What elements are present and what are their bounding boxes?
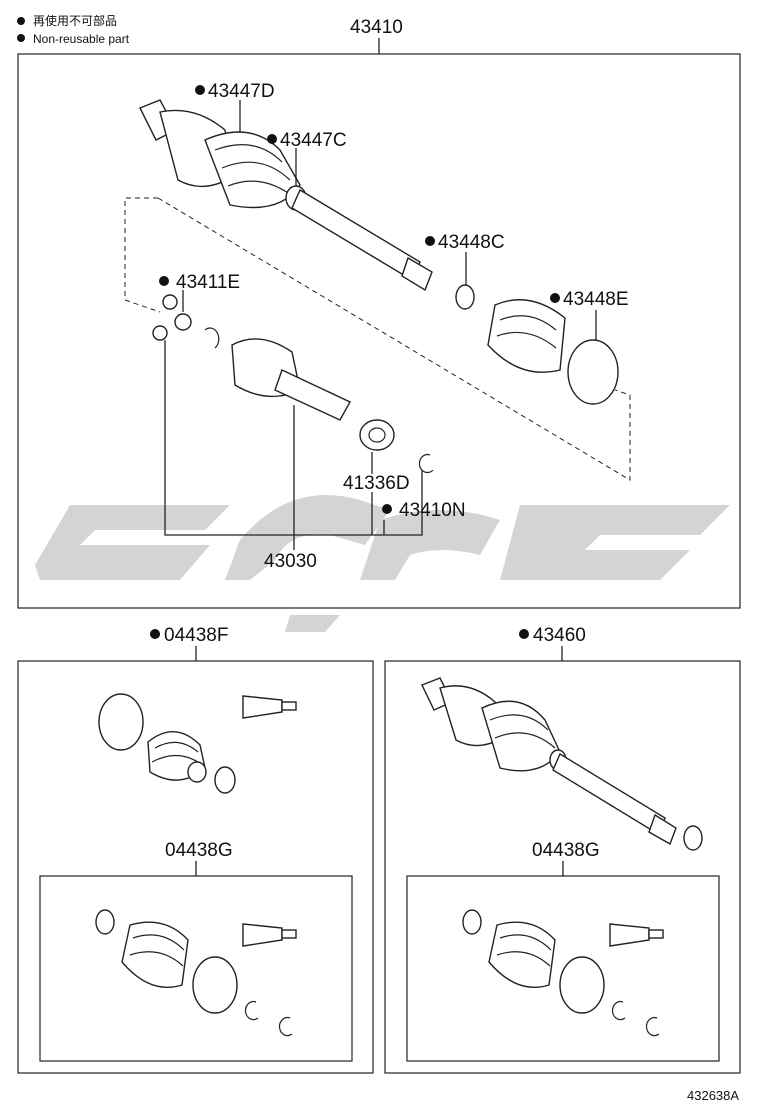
assembly-frame: [17, 53, 741, 609]
boot: [488, 921, 556, 989]
outboard-shaft-43460: [421, 677, 703, 851]
boot-clamp-large: [567, 339, 619, 405]
tripod-roller: [174, 313, 192, 331]
label-04438G-left[interactable]: 04438G: [165, 840, 233, 861]
snap-ring-43410N[interactable]: [418, 453, 434, 474]
tripod-joint-43411E[interactable]: [152, 294, 192, 341]
boot-clamp-small: [683, 825, 703, 851]
assembly-number-label[interactable]: 43410: [350, 17, 403, 38]
non-reusable-marker: [550, 293, 560, 303]
housing-stem: [274, 369, 351, 421]
alignment-dashed-line: [124, 197, 161, 313]
inboard-boot-ribs: [496, 315, 557, 349]
label-41336D[interactable]: 41336D: [343, 473, 410, 494]
non-reusable-marker: [195, 85, 205, 95]
legend-marker-dot: [17, 17, 25, 25]
oil-seal-41336D[interactable]: [359, 419, 395, 451]
snap-ring: [645, 1016, 660, 1037]
boot-kit-04438G-right-parts: [462, 909, 664, 1037]
snap-ring[interactable]: [204, 327, 220, 349]
boot: [121, 921, 189, 989]
inboard-joint-housing-43030[interactable]: [231, 338, 351, 421]
kit-panel-04438G-right: [406, 875, 720, 1062]
legend-japanese-text: 再使用不可部品: [33, 13, 117, 28]
outboard-boot-ribs: [489, 714, 556, 749]
boot-clamp-large: [559, 956, 605, 1014]
label-04438G-right[interactable]: 04438G: [532, 840, 600, 861]
grease-tube: [609, 923, 650, 947]
snap-ring: [611, 1000, 626, 1021]
inboard-boot-43448E[interactable]: [487, 299, 619, 405]
grease-tube-nozzle: [281, 929, 297, 939]
drive-shaft: [552, 752, 666, 836]
label-43447C[interactable]: 43447C: [280, 130, 347, 151]
outboard-boot: [481, 700, 561, 772]
label-43448C[interactable]: 43448C: [438, 232, 505, 253]
kit-panel-04438F: [17, 660, 374, 1074]
kit-panel-04438G-left: [39, 875, 353, 1062]
boot-clamp-small: [214, 766, 236, 794]
non-reusable-marker: [425, 236, 435, 246]
boot-clamp-large: [98, 693, 144, 751]
label-43448E[interactable]: 43448E: [563, 289, 629, 310]
boot-clamp-43448C[interactable]: [455, 284, 475, 310]
non-reusable-marker: [159, 276, 169, 286]
boot-ribs: [129, 934, 185, 967]
kit-panel-43460: [384, 660, 741, 1074]
tripod-roller: [162, 294, 178, 310]
non-reusable-marker: [267, 134, 277, 144]
label-04438F[interactable]: 04438F: [164, 625, 228, 646]
label-43447D[interactable]: 43447D: [208, 81, 275, 102]
alignment-dashed-line: [157, 197, 631, 481]
grease-tube-nozzle: [648, 929, 664, 939]
non-reusable-marker: [150, 629, 160, 639]
shaft-end-spline: [401, 256, 433, 292]
non-reusable-marker: [382, 504, 392, 514]
drive-shaft: [291, 188, 421, 282]
boot-ribs: [496, 934, 552, 967]
non-reusable-marker: [519, 629, 529, 639]
boot-clamp-small: [95, 909, 115, 935]
grease-tube: [242, 923, 283, 947]
watermark-logo: [35, 495, 730, 632]
outboard-joint-shaft[interactable]: [139, 99, 433, 292]
inboard-boot: [487, 299, 566, 373]
snap-ring: [278, 1016, 293, 1037]
grease-tube-nozzle: [281, 701, 297, 711]
label-43030[interactable]: 43030: [264, 551, 317, 572]
legend: 再使用不可部品 Non-reusable part: [17, 13, 130, 46]
shaft-end-spline: [648, 813, 677, 846]
diagram-code: 432638A: [687, 1088, 739, 1103]
oil-seal-inner: [368, 427, 386, 443]
boot-neck: [187, 761, 207, 783]
outboard-boot: [204, 131, 301, 209]
label-43411E[interactable]: 43411E: [176, 272, 240, 293]
boot-clamp-large: [192, 956, 238, 1014]
boot-clamp-small: [462, 909, 482, 935]
boot-kit-04438G-left-parts: [95, 909, 297, 1037]
boot-kit-04438F-parts: [98, 693, 297, 794]
label-43460[interactable]: 43460: [533, 625, 586, 646]
snap-ring: [244, 1000, 259, 1021]
label-43410N[interactable]: 43410N: [399, 500, 466, 521]
legend-english-text: Non-reusable part: [33, 32, 130, 46]
legend-marker-dot: [17, 34, 25, 42]
tripod-roller: [152, 325, 168, 341]
grease-tube: [242, 695, 283, 719]
